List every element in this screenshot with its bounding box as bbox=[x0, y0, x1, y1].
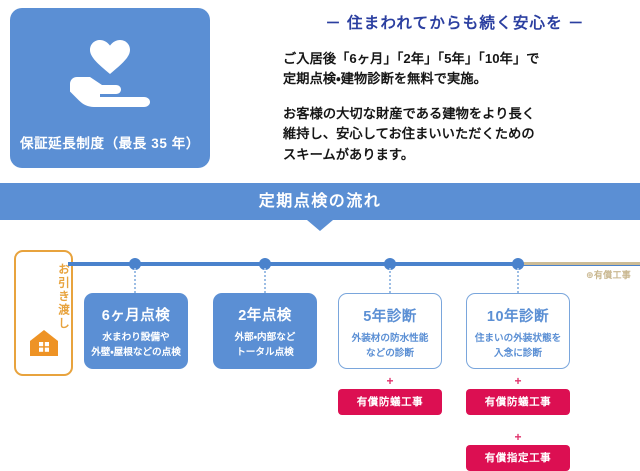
warranty-extension-badge: 保証延長制度（最長 35 年） bbox=[10, 8, 210, 168]
handover-label: お引き渡し bbox=[57, 263, 69, 331]
intro-paragraph-1: ご入居後「6ヶ月」「2年」「5年」「10年」で 定期点検・建物診断を無料で実施。 bbox=[270, 33, 640, 90]
card-6months-description: 水まわり設備や外壁・屋根などの点検 bbox=[84, 325, 188, 361]
intro-paragraph-1-line-2: 定期点検・建物診断を無料で実施。 bbox=[283, 71, 487, 87]
card-10years-description-line: 住まいの外装状態を bbox=[474, 333, 562, 344]
chevron-down-icon bbox=[307, 220, 333, 231]
intro-paragraph-1-line-1: ご入居後「6ヶ月」「2年」「5年」「10年」で bbox=[283, 51, 540, 66]
intro-paragraph-2: お客様の大切な財産である建物をより長く 維持し、安心してお住まいいただくための … bbox=[270, 90, 640, 165]
card-2years[interactable]: 2年点検外部・内部などトータル点検 bbox=[213, 293, 317, 369]
intro-paragraph-2-line-1: お客様の大切な財産である建物をより長く bbox=[283, 105, 536, 121]
house-icon bbox=[29, 329, 59, 362]
card-2years-description-line: トータル点検 bbox=[236, 346, 294, 358]
flow-banner: 定期点検の流れ bbox=[0, 183, 640, 220]
intro-paragraph-2-line-2: 維持し、安心してお住まいいただくための bbox=[283, 126, 535, 142]
intro-text-block: － 住まわれてからも続く安心を － ご入居後「6ヶ月」「2年」「5年」「10年」… bbox=[270, 0, 640, 175]
milestone-dot-6months-connector bbox=[134, 268, 136, 293]
card-10years-title: 10年診断 bbox=[486, 309, 550, 325]
paid-work-note: ⊕有償工事 bbox=[586, 270, 632, 280]
card-6months-description-line: 外壁・屋根などの点検 bbox=[91, 346, 181, 358]
chip-5y-termite[interactable]: 有償防蟻工事 bbox=[338, 389, 442, 415]
card-2years-title: 2年点検 bbox=[238, 308, 292, 324]
milestone-dot-5years-connector bbox=[389, 268, 391, 293]
card-10years-description-line: 入念に診断 bbox=[494, 347, 542, 359]
card-10years[interactable]: 10年診断住まいの外装状態を入念に診断 bbox=[466, 293, 570, 369]
chip-5y-termite-plus-icon: + bbox=[386, 374, 394, 388]
milestone-dot-2years bbox=[259, 258, 271, 270]
card-5years-description: 外装材の防水性能などの診断 bbox=[339, 326, 441, 362]
intro-paragraph-2-line-3: スキームがあります。 bbox=[283, 146, 415, 162]
milestone-dot-10years bbox=[512, 258, 524, 270]
timeline-track-tail bbox=[518, 262, 640, 265]
card-2years-description-line: 外部・内部など bbox=[234, 332, 296, 343]
chip-10y-termite[interactable]: 有償防蟻工事 bbox=[466, 389, 570, 415]
card-6months-title: 6ヶ月点検 bbox=[101, 308, 171, 324]
chip-10y-designated[interactable]: 有償指定工事 bbox=[466, 445, 570, 471]
handover-box: お引き渡し bbox=[14, 250, 73, 376]
card-6months[interactable]: 6ヶ月点検水まわり設備や外壁・屋根などの点検 bbox=[84, 293, 188, 369]
milestone-dot-2years-connector bbox=[264, 268, 266, 293]
intro-section: 保証延長制度（最長 35 年） － 住まわれてからも続く安心を － ご入居後「6… bbox=[0, 0, 640, 175]
flow-banner-title: 定期点検の流れ bbox=[258, 193, 382, 210]
card-2years-description: 外部・内部などトータル点検 bbox=[213, 325, 317, 361]
timeline-track bbox=[68, 262, 640, 266]
card-5years[interactable]: 5年診断外装材の防水性能などの診断 bbox=[338, 293, 442, 369]
milestone-dot-5years bbox=[384, 258, 396, 270]
chip-10y-designated-plus-icon: + bbox=[514, 430, 522, 444]
card-5years-description-line: などの診断 bbox=[366, 347, 414, 359]
hand-holding-heart-icon bbox=[64, 36, 156, 115]
intro-heading: － 住まわれてからも続く安心を － bbox=[325, 15, 585, 32]
card-5years-title: 5年診断 bbox=[363, 309, 417, 325]
warranty-badge-label: 保証延長制度（最長 35 年） bbox=[19, 136, 201, 151]
milestone-dot-6months bbox=[129, 258, 141, 270]
card-6months-description-line: 水まわり設備や bbox=[102, 332, 170, 343]
milestone-dot-10years-connector bbox=[517, 268, 519, 293]
card-5years-description-line: 外装材の防水性能 bbox=[351, 333, 429, 344]
card-10years-description: 住まいの外装状態を入念に診断 bbox=[467, 326, 569, 362]
chip-10y-termite-plus-icon: + bbox=[514, 374, 522, 388]
